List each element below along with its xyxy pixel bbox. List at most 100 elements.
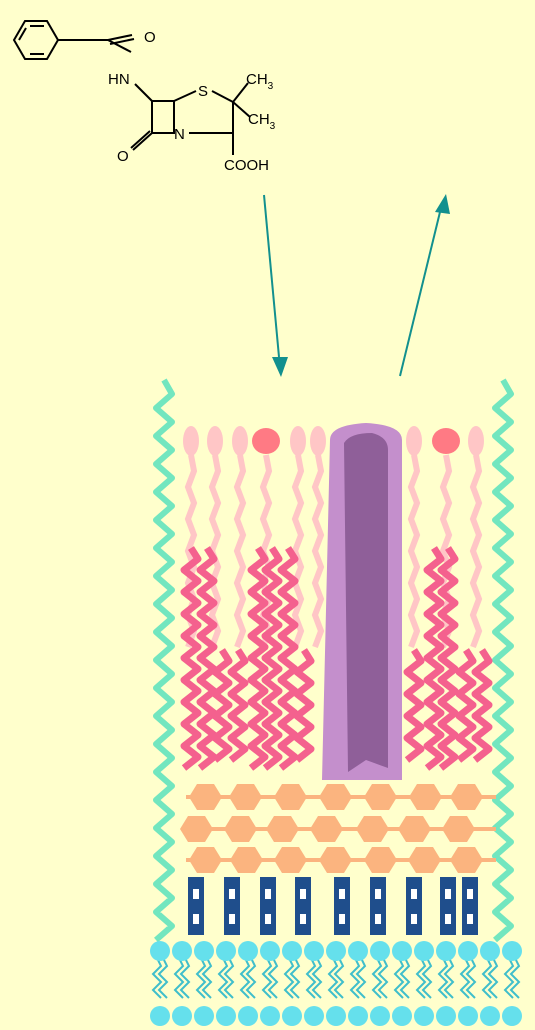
phospholipid-head [480, 941, 500, 961]
peptidoglycan-layer [180, 784, 496, 873]
lipid-tail [411, 455, 417, 647]
peptidoglycan-unit [450, 847, 483, 873]
phospholipid-head [414, 1006, 434, 1026]
phospholipid-head [480, 1006, 500, 1026]
protein-gap [193, 889, 199, 899]
phospholipid-head [370, 941, 390, 961]
fatty-acid-chain [281, 548, 295, 768]
phospholipid-head [238, 1006, 258, 1026]
fatty-acid-chain [459, 650, 473, 760]
protein-gap [265, 914, 271, 924]
membrane-protein [370, 877, 386, 935]
phospholipid-head [502, 941, 522, 961]
membrane-protein [334, 877, 350, 935]
lipid-head [183, 426, 199, 456]
protein-gap [445, 889, 451, 899]
phospholipid-head [326, 1006, 346, 1026]
lipid-head [232, 426, 248, 456]
phospholipid-head [348, 941, 368, 961]
membrane-protein [224, 877, 240, 935]
phospholipid-head [150, 941, 170, 961]
fatty-acid-chain [297, 650, 311, 760]
fatty-acid-chain [200, 548, 214, 768]
protein-gap [411, 914, 417, 924]
phospholipid-head [172, 1006, 192, 1026]
membrane-protein [260, 877, 276, 935]
peptidoglycan-unit [180, 816, 213, 842]
protein-gap [445, 914, 451, 924]
protein-gap [300, 914, 306, 924]
porin-inner [344, 433, 388, 772]
protein-gap [339, 914, 345, 924]
lipid-head [252, 428, 280, 454]
phospholipid-head [216, 941, 236, 961]
phospholipid-head [326, 941, 346, 961]
fatty-acid-chain [407, 650, 421, 760]
porin-channel [322, 423, 402, 780]
phospholipid-head [194, 941, 214, 961]
phospholipid-head [304, 1006, 324, 1026]
membrane-protein [462, 877, 478, 935]
membrane-protein [440, 877, 456, 935]
fatty-acid-chain [475, 650, 489, 760]
atom-s: S [198, 83, 208, 100]
atom-ch3-bottom: CH3 [248, 111, 276, 132]
arrow-into-cell-head [272, 357, 288, 377]
phospholipid-head [348, 1006, 368, 1026]
protein-gap [229, 889, 235, 899]
peptidoglycan-unit [229, 784, 262, 810]
atom-n: N [174, 126, 185, 143]
peptidoglycan-unit [356, 816, 389, 842]
peptidoglycan-unit [450, 784, 483, 810]
lipid-tail [473, 455, 479, 647]
peptidoglycan-unit [224, 816, 257, 842]
penicillin-structure [14, 21, 250, 155]
protein-gap [193, 914, 199, 924]
atom-cooh: COOH [224, 157, 269, 174]
right-outer-wall [495, 380, 511, 940]
peptidoglycan-unit [364, 847, 397, 873]
phospholipid-head [238, 941, 258, 961]
phospholipid-head [304, 941, 324, 961]
peptidoglycan-unit [230, 847, 263, 873]
lipid-head [290, 426, 306, 456]
phospholipid-head [436, 1006, 456, 1026]
phospholipid-head [282, 941, 302, 961]
peptidoglycan-unit [274, 784, 307, 810]
phospholipid-head [458, 941, 478, 961]
protein-gap [411, 889, 417, 899]
phospholipid-head [392, 1006, 412, 1026]
membrane-protein [188, 877, 204, 935]
phospholipid-head [282, 1006, 302, 1026]
peptidoglycan-unit [189, 784, 222, 810]
membrane-protein [295, 877, 311, 935]
lipid-head [432, 428, 460, 454]
phospholipid-head [502, 1006, 522, 1026]
peptidoglycan-unit [274, 847, 307, 873]
phospholipid-head [436, 941, 456, 961]
peptidoglycan-unit [266, 816, 299, 842]
arrow-into-cell [264, 195, 279, 357]
peptidoglycan-unit [408, 847, 441, 873]
phospholipid-head [216, 1006, 236, 1026]
lipid-tail [237, 455, 243, 647]
left-outer-wall [156, 380, 172, 940]
peptidoglycan-unit [398, 816, 431, 842]
peptidoglycan-unit [364, 784, 397, 810]
peptidoglycan-unit [319, 847, 352, 873]
phospholipid-head [458, 1006, 478, 1026]
phospholipid-head [260, 941, 280, 961]
protein-gap [467, 889, 473, 899]
protein-gap [375, 889, 381, 899]
transport-arrows [264, 194, 450, 377]
lipid-head [310, 426, 326, 456]
protein-gap [375, 914, 381, 924]
phospholipid-head [260, 1006, 280, 1026]
arrow-out-of-cell [400, 212, 440, 376]
protein-gap [339, 889, 345, 899]
lipid-head [207, 426, 223, 456]
lipid-tail [315, 455, 321, 647]
lipid-tail [295, 455, 301, 647]
peptidoglycan-unit [189, 847, 222, 873]
